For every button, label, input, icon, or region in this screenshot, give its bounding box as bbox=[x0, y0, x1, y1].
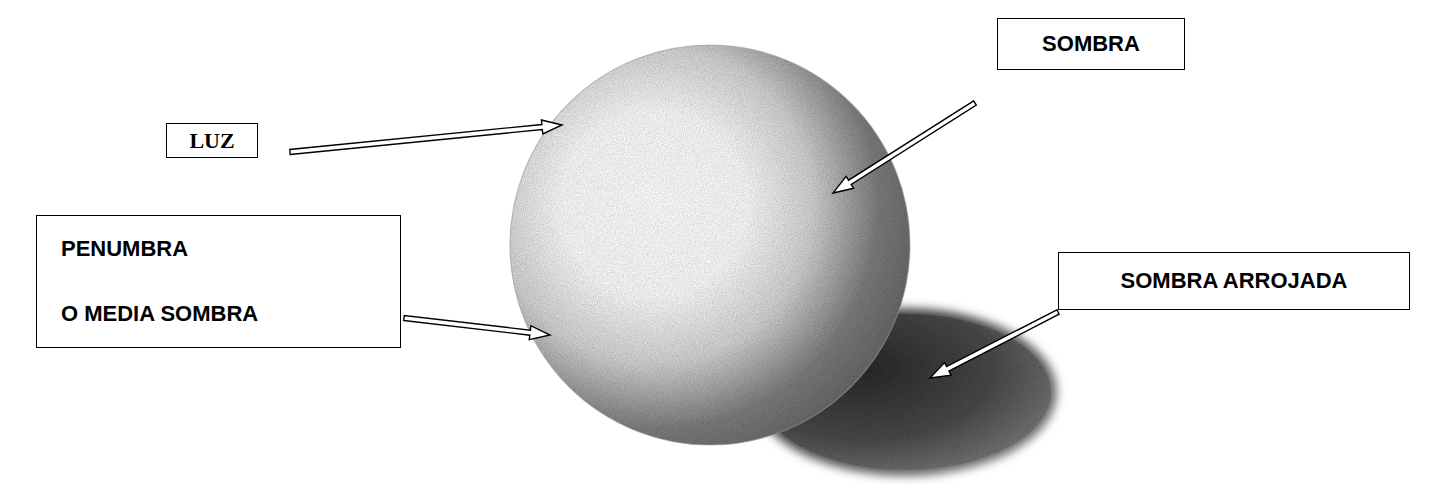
leader-arrow bbox=[930, 310, 1059, 378]
label-box: PENUMBRA O MEDIA SOMBRA bbox=[36, 215, 401, 348]
label-text: SOMBRA ARROJADA bbox=[1081, 268, 1387, 294]
label-text: PENUMBRA bbox=[61, 236, 376, 262]
label-text: LUZ bbox=[173, 128, 251, 154]
label-text: O MEDIA SOMBRA bbox=[61, 301, 376, 327]
leader-arrow bbox=[833, 101, 976, 193]
sphere bbox=[510, 45, 910, 445]
leader-arrow bbox=[404, 316, 550, 340]
label-box: LUZ bbox=[166, 123, 258, 158]
sphere-body bbox=[510, 45, 910, 445]
sphere-edge bbox=[510, 45, 910, 445]
label-box: SOMBRA ARROJADA bbox=[1058, 252, 1410, 310]
leader-arrow bbox=[290, 120, 562, 155]
leader-arrows bbox=[290, 101, 1059, 378]
label-box: SOMBRA bbox=[997, 18, 1185, 70]
label-text: SOMBRA bbox=[1020, 31, 1162, 57]
